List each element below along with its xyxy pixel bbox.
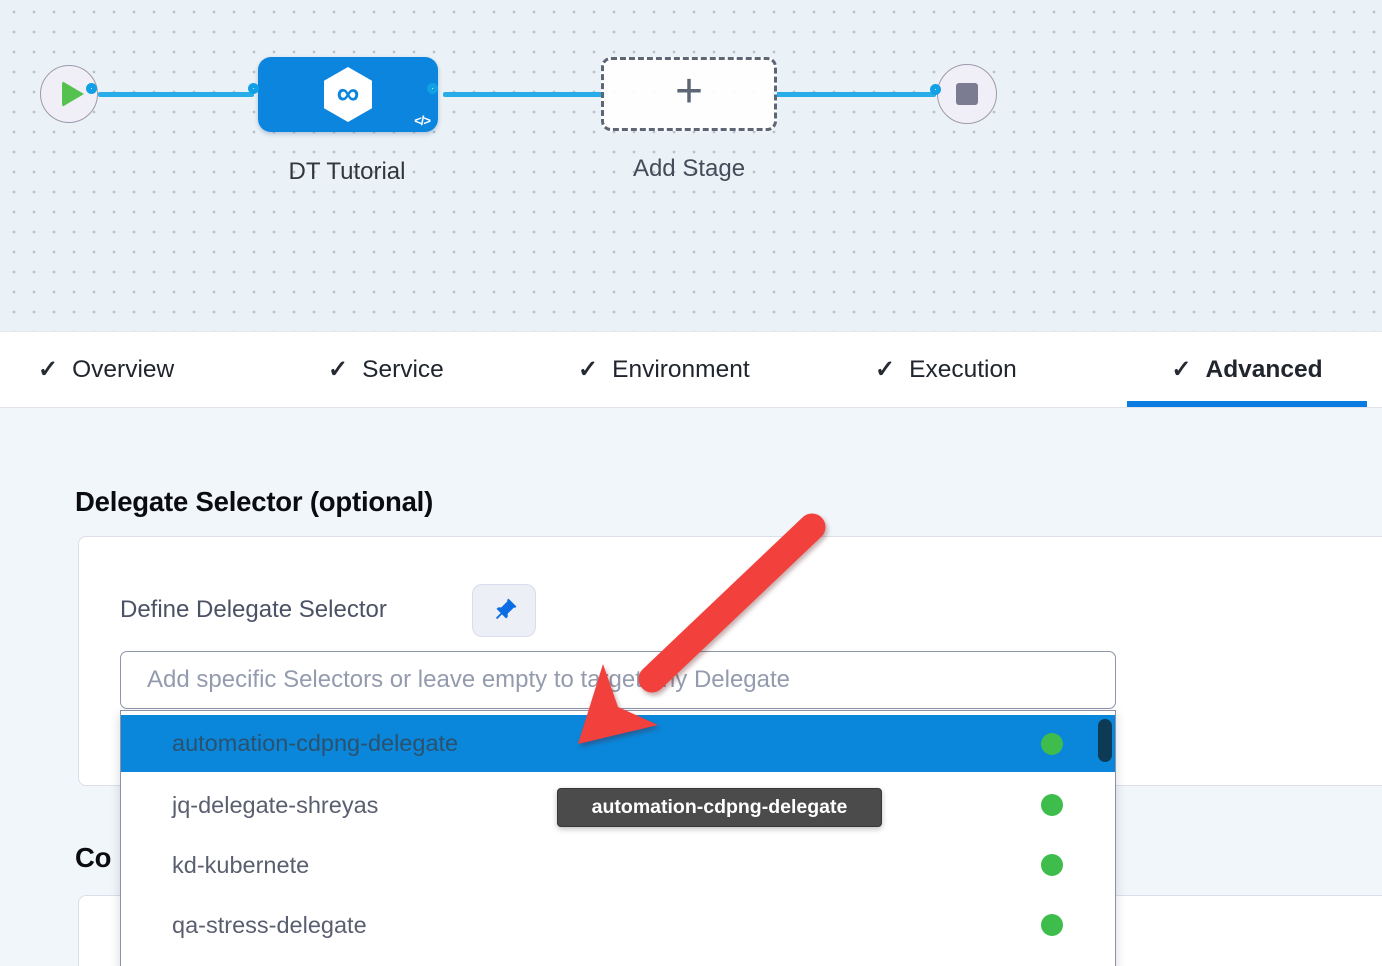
stop-icon <box>956 83 978 105</box>
stage-node-dt-tutorial[interactable]: ∞ </> <box>258 57 438 132</box>
check-icon: ✓ <box>875 356 896 383</box>
code-view-icon: </> <box>414 113 431 128</box>
delegate-status-dot <box>1041 914 1063 936</box>
connector-port <box>248 83 259 94</box>
pipeline-canvas[interactable]: ∞ </> + DT Tutorial Add Stage <box>0 0 1382 331</box>
tab-overview[interactable]: ✓ Overview <box>38 332 174 407</box>
pipeline-end-node[interactable] <box>937 64 997 124</box>
infinity-glyph: ∞ <box>336 75 360 111</box>
connector-port <box>86 83 97 94</box>
delegate-tooltip: automation-cdpng-delegate <box>557 788 882 827</box>
dropdown-option[interactable]: qa-stress-delegate <box>121 895 1115 955</box>
delegate-name: qa-stress-delegate <box>172 911 367 938</box>
tab-advanced[interactable]: ✓ Advanced <box>1127 332 1367 407</box>
delegate-status-dot <box>1041 794 1063 816</box>
section-title-delegate-selector: Delegate Selector (optional) <box>75 486 434 517</box>
check-icon: ✓ <box>578 356 599 383</box>
next-section-title-fragment: Co <box>75 842 112 873</box>
dropdown-scrollbar[interactable] <box>1098 719 1112 762</box>
tab-service[interactable]: ✓ Service <box>328 332 444 407</box>
delegate-name: jq-delegate-shreyas <box>172 791 379 818</box>
connector-line <box>772 92 936 97</box>
dropdown-option[interactable]: automation-cdpng-delegate <box>121 715 1115 772</box>
tab-label: Environment <box>612 355 750 383</box>
tab-environment[interactable]: ✓ Environment <box>578 332 750 407</box>
add-stage-button[interactable]: + <box>601 57 777 131</box>
connector-port <box>427 83 438 94</box>
connector-line <box>98 92 254 97</box>
connector-port <box>930 84 941 95</box>
harness-cd-icon: ∞ <box>324 67 372 122</box>
tab-label: Advanced <box>1205 355 1323 383</box>
delegate-name: automation-cdpng-delegate <box>172 730 459 756</box>
define-delegate-selector-label: Define Delegate Selector <box>120 596 387 623</box>
delegate-status-dot <box>1041 732 1063 755</box>
dropdown-option[interactable]: jq-delegate-shreyas <box>121 775 1115 835</box>
active-tab-indicator <box>1127 401 1367 407</box>
pin-icon <box>495 598 516 620</box>
dropdown-option[interactable]: kd-kubernete <box>121 835 1115 895</box>
connector-line <box>443 92 606 97</box>
tab-label: Overview <box>72 355 175 383</box>
delegate-dropdown: automation-cdpng-delegate jq-delegate-sh… <box>120 710 1116 966</box>
pipeline-start-node[interactable] <box>40 65 98 123</box>
delegate-name: kd-kubernete <box>172 851 310 878</box>
tab-execution[interactable]: ✓ Execution <box>875 332 1017 407</box>
plus-icon: + <box>674 65 704 118</box>
advanced-tab-panel: Delegate Selector (optional) Co Define D… <box>0 408 1382 966</box>
delegate-selector-input[interactable] <box>120 651 1116 709</box>
tab-label: Execution <box>909 355 1017 383</box>
stage-setup-tabs: ✓ Overview ✓ Service ✓ Environment ✓ Exe… <box>0 331 1382 408</box>
tab-label: Service <box>362 355 444 383</box>
check-icon: ✓ <box>1171 356 1192 383</box>
play-icon <box>62 81 84 107</box>
check-icon: ✓ <box>328 356 349 383</box>
pin-toggle-button[interactable] <box>472 584 536 637</box>
stage-name-label: DT Tutorial <box>288 158 406 185</box>
add-stage-label: Add Stage <box>632 155 746 182</box>
check-icon: ✓ <box>38 356 59 383</box>
delegate-status-dot <box>1041 854 1063 876</box>
